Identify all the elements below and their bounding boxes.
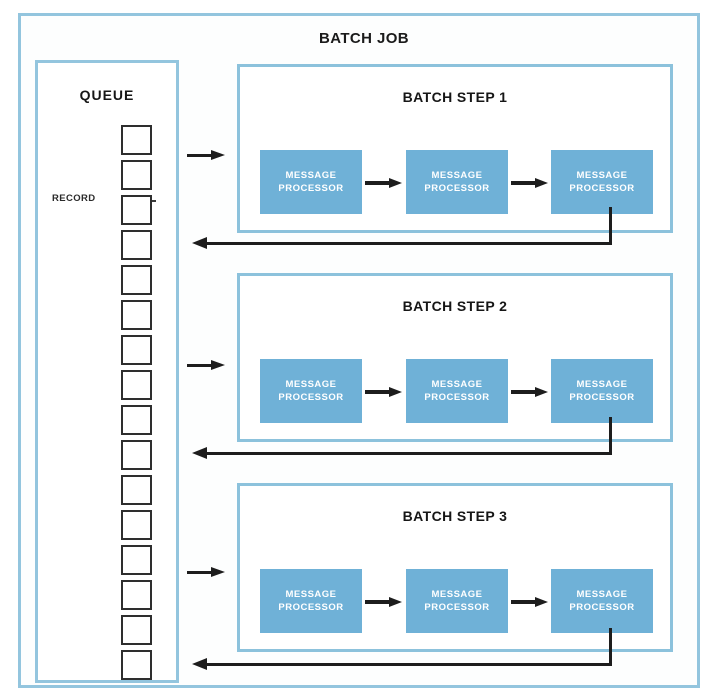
record-box xyxy=(121,335,152,365)
message-processor-line-2: PROCESSOR xyxy=(569,183,635,194)
message-processor-box[interactable]: MESSAGE PROCESSOR xyxy=(406,359,508,423)
arrow-shaft xyxy=(187,571,213,575)
record-box xyxy=(121,195,152,225)
arrow-head xyxy=(192,447,207,459)
step-1-to-queue-return-arrow-icon xyxy=(192,207,612,253)
message-processor-line-1: MESSAGE xyxy=(576,170,628,181)
message-processor-line-2: PROCESSOR xyxy=(424,183,490,194)
step-3-to-queue-return-arrow-icon xyxy=(192,628,612,674)
batch-step-3-title: BATCH STEP 3 xyxy=(402,508,508,524)
record-box xyxy=(121,440,152,470)
queue-title: QUEUE xyxy=(79,87,135,103)
queue-to-step-3-arrow-icon xyxy=(187,567,227,578)
arrow-shaft xyxy=(365,181,391,185)
record-box xyxy=(121,580,152,610)
arrow-head xyxy=(389,597,402,607)
arrow-shaft xyxy=(511,390,537,394)
batch-step-1-processor-row: MESSAGE PROCESSOR MESSAGE PROCESSOR MESS… xyxy=(260,150,656,214)
queue-to-step-1-arrow-icon xyxy=(187,150,227,161)
message-processor-box[interactable]: MESSAGE PROCESSOR xyxy=(551,359,653,423)
processor-flow-arrow-icon xyxy=(511,387,549,397)
message-processor-line-1: MESSAGE xyxy=(285,589,337,600)
arrow-shaft xyxy=(365,600,391,604)
processor-flow-arrow-icon xyxy=(365,387,403,397)
arrow-horizontal-segment xyxy=(206,662,612,666)
record-box xyxy=(121,300,152,330)
record-box xyxy=(121,615,152,645)
step-2-to-queue-return-arrow-icon xyxy=(192,417,612,463)
message-processor-line-2: PROCESSOR xyxy=(278,602,344,613)
arrow-head xyxy=(535,597,548,607)
batch-step-2-title: BATCH STEP 2 xyxy=(402,298,508,314)
arrow-head xyxy=(389,178,402,188)
arrow-horizontal-segment xyxy=(206,451,612,455)
arrow-head xyxy=(535,387,548,397)
message-processor-box[interactable]: MESSAGE PROCESSOR xyxy=(406,569,508,633)
batch-step-2-panel: BATCH STEP 2 MESSAGE PROCESSOR MESSAGE P… xyxy=(237,273,673,442)
queue-panel: QUEUE RECORD xyxy=(35,60,179,683)
processor-flow-arrow-icon xyxy=(511,178,549,188)
message-processor-line-1: MESSAGE xyxy=(576,589,628,600)
message-processor-box[interactable]: MESSAGE PROCESSOR xyxy=(551,569,653,633)
arrow-head xyxy=(211,360,225,370)
record-box xyxy=(121,370,152,400)
processor-flow-arrow-icon xyxy=(365,597,403,607)
record-box xyxy=(121,510,152,540)
batch-step-1-panel: BATCH STEP 1 MESSAGE PROCESSOR MESSAGE P… xyxy=(237,64,673,233)
record-box xyxy=(121,545,152,575)
processor-flow-arrow-icon xyxy=(365,178,403,188)
message-processor-line-1: MESSAGE xyxy=(576,379,628,390)
record-box xyxy=(121,125,152,155)
message-processor-line-1: MESSAGE xyxy=(285,170,337,181)
message-processor-line-2: PROCESSOR xyxy=(569,602,635,613)
message-processor-box[interactable]: MESSAGE PROCESSOR xyxy=(406,150,508,214)
arrow-vertical-segment xyxy=(608,207,612,245)
queue-to-step-2-arrow-icon xyxy=(187,360,227,371)
record-box xyxy=(121,405,152,435)
batch-step-2-processor-row: MESSAGE PROCESSOR MESSAGE PROCESSOR MESS… xyxy=(260,359,656,423)
message-processor-box[interactable]: MESSAGE PROCESSOR xyxy=(551,150,653,214)
message-processor-box[interactable]: MESSAGE PROCESSOR xyxy=(260,359,362,423)
record-box xyxy=(121,265,152,295)
message-processor-box[interactable]: MESSAGE PROCESSOR xyxy=(260,150,362,214)
record-box xyxy=(121,160,152,190)
record-stack xyxy=(121,125,152,685)
message-processor-line-1: MESSAGE xyxy=(431,589,483,600)
record-box xyxy=(121,650,152,680)
record-box xyxy=(121,230,152,260)
arrow-vertical-segment xyxy=(608,417,612,455)
arrow-shaft xyxy=(365,390,391,394)
batch-job-title: BATCH JOB xyxy=(319,30,409,47)
arrow-head xyxy=(211,567,225,577)
batch-step-3-panel: BATCH STEP 3 MESSAGE PROCESSOR MESSAGE P… xyxy=(237,483,673,652)
arrow-horizontal-segment xyxy=(206,241,612,245)
record-box xyxy=(121,475,152,505)
arrow-head xyxy=(211,150,225,160)
arrow-shaft xyxy=(187,364,213,368)
message-processor-line-1: MESSAGE xyxy=(431,379,483,390)
batch-step-1-title: BATCH STEP 1 xyxy=(402,89,508,105)
processor-flow-arrow-icon xyxy=(511,597,549,607)
arrow-shaft xyxy=(187,154,213,158)
message-processor-line-2: PROCESSOR xyxy=(424,602,490,613)
message-processor-line-1: MESSAGE xyxy=(285,379,337,390)
arrow-head xyxy=(192,658,207,670)
arrow-head xyxy=(192,237,207,249)
record-label: RECORD xyxy=(52,193,96,204)
arrow-head xyxy=(389,387,402,397)
arrow-head xyxy=(535,178,548,188)
batch-step-3-processor-row: MESSAGE PROCESSOR MESSAGE PROCESSOR MESS… xyxy=(260,569,656,633)
message-processor-line-2: PROCESSOR xyxy=(278,392,344,403)
message-processor-line-2: PROCESSOR xyxy=(278,183,344,194)
arrow-vertical-segment xyxy=(608,628,612,666)
message-processor-line-2: PROCESSOR xyxy=(569,392,635,403)
message-processor-box[interactable]: MESSAGE PROCESSOR xyxy=(260,569,362,633)
message-processor-line-2: PROCESSOR xyxy=(424,392,490,403)
arrow-shaft xyxy=(511,181,537,185)
message-processor-line-1: MESSAGE xyxy=(431,170,483,181)
arrow-shaft xyxy=(511,600,537,604)
